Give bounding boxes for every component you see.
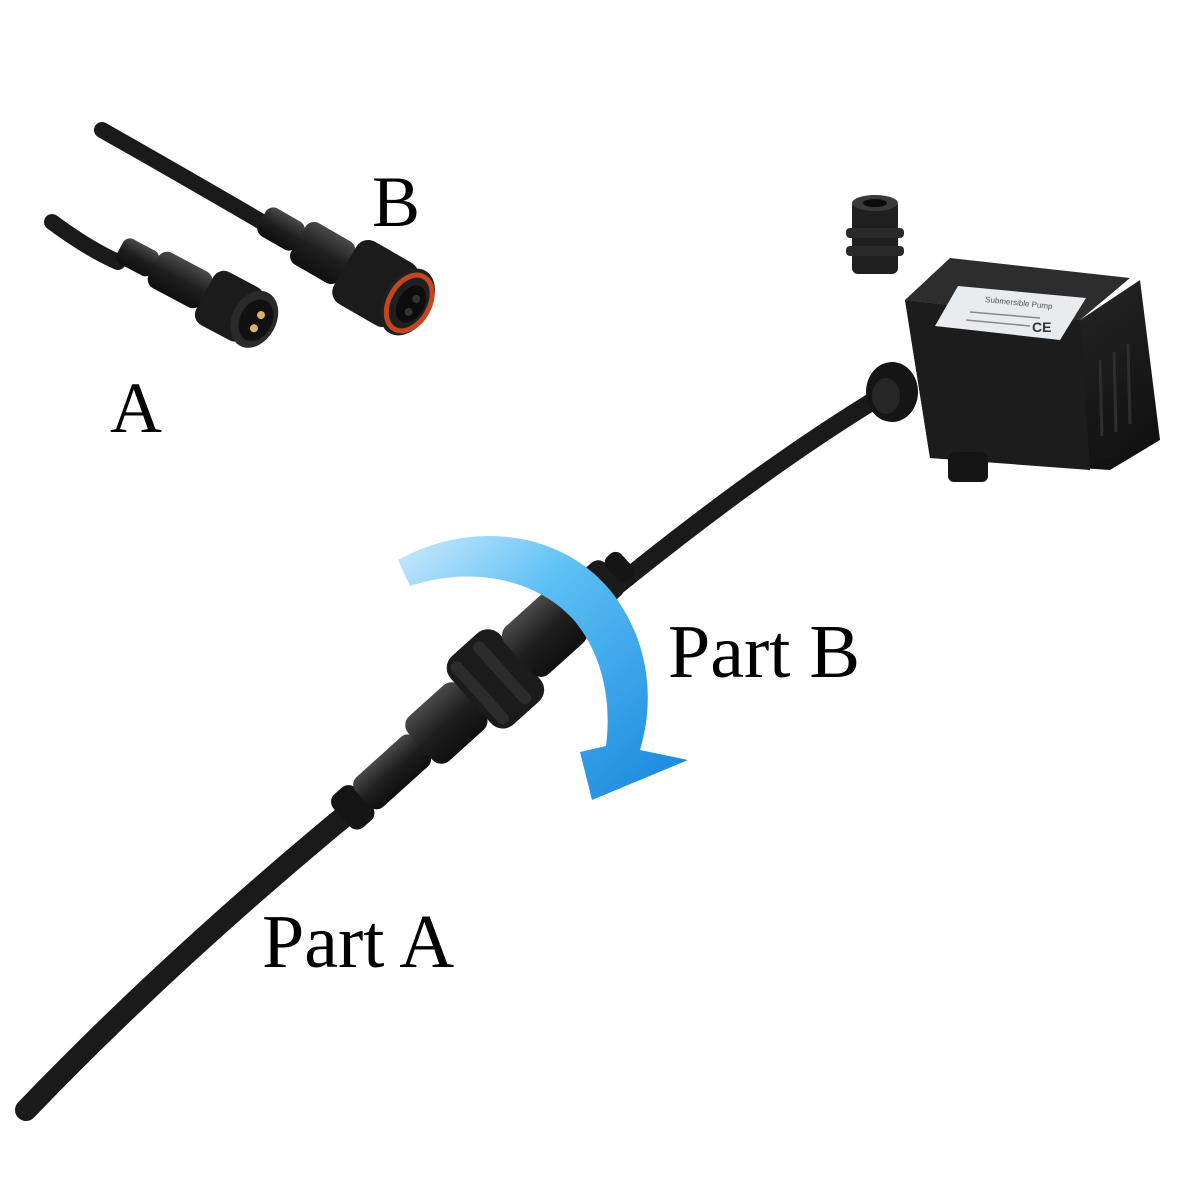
label-connector-b: B [372, 162, 421, 242]
cable-part-a [15, 799, 363, 1121]
pump-label [935, 286, 1086, 340]
ce-mark-icon: CE [1032, 319, 1051, 335]
pump-vents [1098, 343, 1132, 441]
cable-a-small [44, 214, 126, 270]
label-connector-a: A [110, 368, 162, 448]
cable-b-small [94, 122, 270, 230]
cable-part-b [603, 389, 887, 599]
label-part-b: Part B [668, 610, 861, 694]
seal-ring [383, 272, 435, 334]
curved-arrow-icon [398, 536, 688, 800]
pump: Submersible Pump CE [846, 195, 1160, 482]
connector-b-small [257, 207, 435, 336]
label-part-a: Part A [262, 900, 455, 984]
connector-a-small [116, 238, 279, 348]
